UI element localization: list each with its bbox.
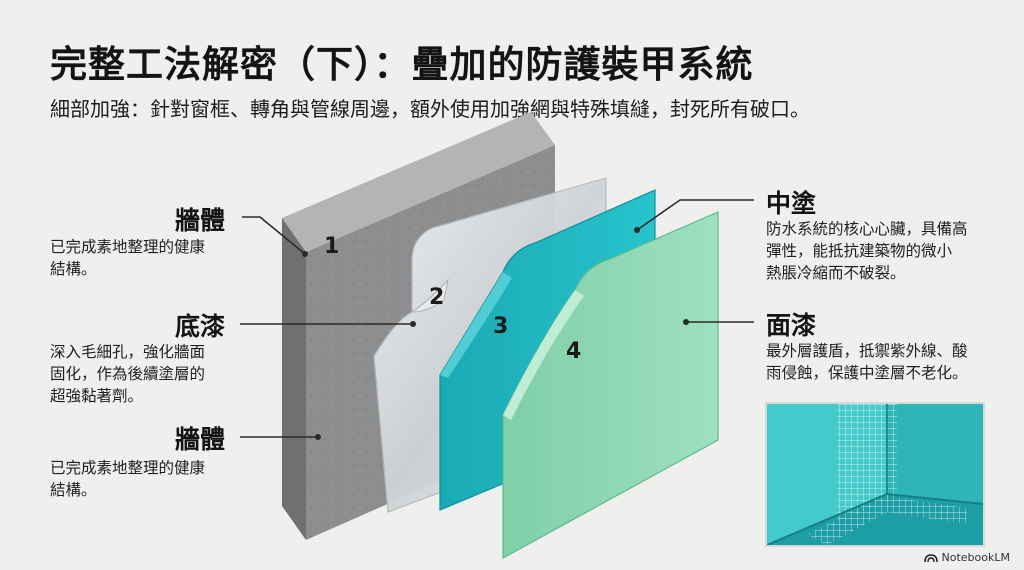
label-top-coat-name: 面漆 [766, 311, 817, 340]
page-subtitle: 細部加強：針對窗框、轉角與管線周邊，額外使用加強網與特殊填縫，封死所有破口。 [50, 97, 810, 121]
label-middle-coat-name: 中塗 [766, 189, 817, 218]
label-middle-coat-desc: 防水系統的核心心臟，具備高 彈性，能抵抗建築物的微小 熱脹冷縮而不破裂。 [766, 220, 968, 282]
label-wall-bottom-desc: 已完成素地整理的健康 結構。 [50, 459, 206, 499]
label-wall-top-desc: 已完成素地整理的健康 結構。 [50, 238, 206, 278]
label-primer-name: 底漆 [175, 312, 226, 341]
notebooklm-logo-icon [923, 553, 938, 562]
label-primer: 底漆 [175, 307, 225, 343]
label-wall-bottom: 牆體 [175, 420, 225, 456]
layer-number-2: 2 [429, 285, 444, 310]
leader-dots [302, 227, 689, 440]
layer-number-3: 3 [493, 314, 508, 339]
top-coat-layer [502, 211, 719, 560]
label-wall-top-name: 牆體 [175, 206, 226, 235]
label-top-coat-desc: 最外層護盾，抵禦紫外線、酸 雨侵蝕，保護中塗層不老化。 [766, 342, 968, 382]
page-title: 完整工法解密（下）：疊加的防護裝甲系統 [50, 43, 754, 86]
layer-number-1: 1 [324, 234, 339, 259]
credit-text: NotebookLM [941, 551, 1010, 564]
reinforcement-mesh-inset-image [765, 402, 985, 547]
label-primer-desc: 深入毛細孔，強化牆面 固化，作為後續塗層的 超強黏著劑。 [50, 343, 206, 405]
label-wall-bottom-name: 牆體 [175, 425, 226, 454]
layer-number-4: 4 [566, 339, 581, 364]
leader-lines [240, 199, 754, 438]
label-wall-top: 牆體 [175, 201, 225, 237]
credit: NotebookLM [923, 551, 1010, 564]
